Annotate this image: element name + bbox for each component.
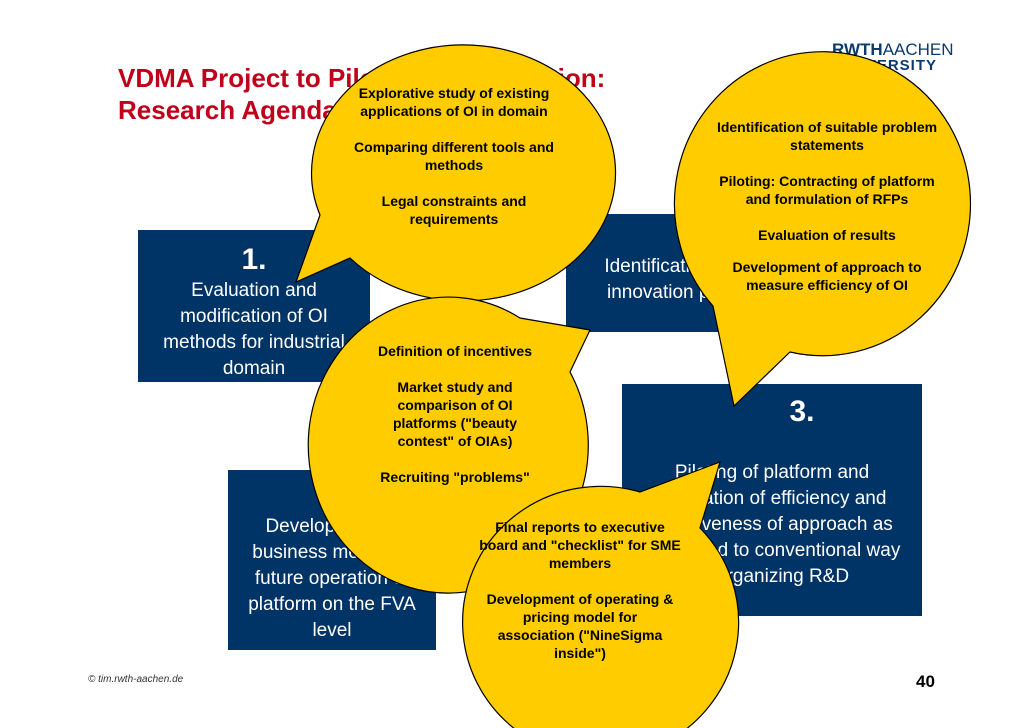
- bubble-bottom-item: Final reports to executive board and "ch…: [479, 519, 681, 571]
- bubble-right-text: Identification of suitable problem state…: [712, 118, 942, 294]
- bubble-right-item: Piloting: Contracting of platform and fo…: [719, 173, 935, 207]
- bubble-top-text: Explorative study of existing applicatio…: [336, 84, 572, 228]
- bubble-top-item: Explorative study of existing applicatio…: [358, 85, 550, 119]
- bubble-bottom-text: Final reports to executive board and "ch…: [478, 518, 682, 662]
- bubble-bottom-shape: [462, 461, 740, 728]
- bubble-right-shape: [673, 51, 971, 408]
- logo-aachen: AACHEN: [882, 40, 954, 59]
- bubble-right-item: Development of approach to measure effic…: [732, 259, 922, 293]
- box-3-number: 3.: [789, 395, 815, 428]
- page-number: 40: [916, 672, 935, 691]
- bubble-top-item: Comparing different tools and methods: [354, 139, 554, 173]
- bubble-middle-text: Definition of incentives Market study an…: [350, 342, 560, 486]
- box-1-number: 1.: [241, 243, 267, 276]
- bubble-top-item: Legal constraints and requirements: [381, 193, 527, 227]
- bubble-bottom-item: Development of operating & pricing model…: [486, 591, 674, 661]
- bubble-right-item: Evaluation of results: [758, 227, 896, 243]
- bubble-middle-item: Recruiting "problems": [380, 469, 530, 485]
- copyright-text: © tim.rwth-aachen.de: [88, 674, 184, 685]
- bubble-right-item: Identification of suitable problem state…: [716, 119, 938, 153]
- slide-title-line2: Research Agenda: [118, 95, 337, 125]
- box-1-text: Evaluation and modification of OI method…: [163, 280, 345, 379]
- bubble-middle-item: Market study and comparison of OI platfo…: [392, 379, 518, 449]
- bubble-middle-item: Definition of incentives: [377, 343, 532, 359]
